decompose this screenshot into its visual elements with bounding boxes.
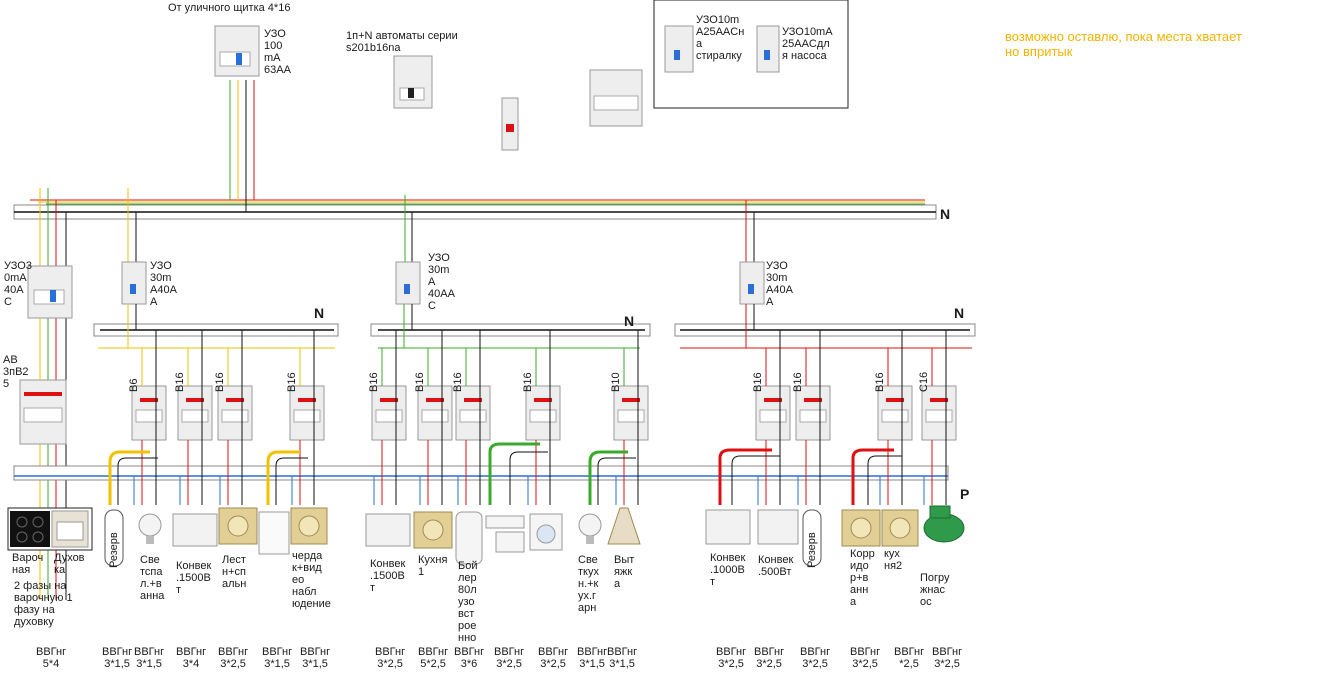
rcd2-symbol [395, 261, 421, 305]
small-breaker-2 [501, 97, 519, 151]
breaker-rating-4: B16 [286, 372, 298, 392]
cable-label-2: ВВГнг 3*1,5 [102, 646, 133, 670]
cable-label-7: ВВГнг 3*1,5 [300, 646, 331, 670]
breaker-rating-11: B16 [792, 372, 804, 392]
boiler-label: Бой лер 80л узо вст рое нно [458, 560, 478, 644]
rcd3-label: УЗО 30m A40A A [766, 260, 793, 308]
small-breaker-1 [393, 55, 433, 109]
stairs-label: Лест н+сп альн [222, 554, 247, 590]
conv1500b-label: Конвек .1500В т [370, 558, 406, 594]
attic-label: чердa к+вид ео набл юдение [292, 550, 331, 610]
breaker-rating-3: B16 [214, 372, 226, 392]
breakers-note-label: 1п+N автоматы серии s201b16na [346, 30, 458, 54]
rcd-washer-label: УЗО10m A25AACн а стиралку [696, 14, 745, 62]
bulb-icon-1 [138, 513, 162, 537]
breaker-rating-5: B16 [368, 372, 380, 392]
sub-n-bus-3-label: N [954, 305, 965, 321]
cable-label-15: ВВГнг 3*2,5 [716, 646, 747, 670]
cable-label-20: ВВГнг 3*2,5 [932, 646, 963, 670]
pump-label: Погру жнас ос [920, 572, 950, 608]
hob-icon [10, 511, 50, 547]
light-kitchen-label: Све ткух н.+к ух.г арн [578, 554, 599, 614]
oven-label: Духов ка [54, 552, 85, 576]
reserve-1-box [104, 509, 124, 567]
cable-label-9: ВВГнг 5*2,5 [418, 646, 449, 670]
breaker-rating-8: B16 [522, 372, 534, 392]
breaker-rating-13: C16 [918, 371, 930, 392]
rcd3-symbol [739, 261, 765, 305]
fridge-icon [258, 511, 290, 555]
conv1500a-label: Конвек .1500В т [176, 560, 212, 596]
sub-n-bus-1-label: N [314, 305, 325, 321]
breaker-rating-2: B16 [174, 372, 186, 392]
left-rcd-symbol [27, 265, 73, 319]
breaker-rating-10: B16 [752, 372, 764, 392]
cable-label-11: ВВГнг 3*2,5 [494, 646, 525, 670]
breaker-rating-6: B16 [414, 372, 426, 392]
cable-label-10: ВВГнг 3*6 [454, 646, 485, 670]
main-rcd-label: УЗО 100 mA 63AA [264, 28, 291, 76]
rcd-washer-symbol [664, 25, 694, 73]
conv500-label: Конвек .500Вт [758, 554, 794, 578]
hob-label: Вароч ная [12, 552, 44, 576]
cable-label-12: ВВГнг 3*2,5 [538, 646, 569, 670]
p-bus-label: P [960, 486, 970, 502]
reserve-2-label: Резерв [806, 532, 818, 568]
cable-label-6: ВВГнг 3*1,5 [262, 646, 293, 670]
reserve-2-box [802, 509, 822, 567]
cable-label-18: ВВГнг 3*2,5 [850, 646, 881, 670]
cable-label-3: ВВГнг 3*1,5 [134, 646, 165, 670]
cable-label-19: ВВГнг *2,5 [894, 646, 925, 670]
breaker-rating-7: B16 [452, 372, 464, 392]
rcd1-label: УЗО 30m A40A A [150, 260, 177, 308]
breaker-rating-9: B10 [610, 372, 622, 392]
hob-note-label: 2 фазы на варочную 1 фазу на духовку [14, 580, 73, 628]
socket-icons [218, 507, 919, 549]
rcd-box [653, 0, 849, 109]
cable-label-13: ВВГнг 3*1,5 [577, 646, 608, 670]
hood-icon [607, 507, 641, 545]
rcd-pump-symbol [756, 25, 780, 73]
cable-label-1: ВВГнг 5*4 [36, 646, 67, 670]
four-pole-breaker [589, 69, 643, 127]
ac-icon [485, 515, 525, 529]
rcd2-label: УЗО 30m A 40AA C [428, 252, 455, 312]
cable-label-4: ВВГнг 3*4 [176, 646, 207, 670]
reserve-1-label: Резерв [108, 532, 120, 568]
left-3p-breaker-symbol [19, 379, 67, 445]
cable-label-8: ВВГнг 3*2,5 [375, 646, 406, 670]
side-note: возможно оставлю, пока места хватает но … [1005, 29, 1242, 59]
pump-icon [923, 505, 965, 543]
conv1000-label: Конвек .1000В т [710, 552, 746, 588]
breaker-rating-12: B16 [874, 372, 886, 392]
rcd-pump-label: УЗО10mA 25AACдл я насоса [782, 26, 833, 62]
main-n-bus-label: N [940, 206, 951, 222]
corridor-label: Корр идо р+в анн а [850, 548, 875, 608]
group-breakers [131, 385, 957, 441]
cable-label-16: ВВГнг 3*2,5 [754, 646, 785, 670]
hood-label: Выт яжк а [614, 554, 635, 590]
cable-label-17: ВВГнг 3*2,5 [800, 646, 831, 670]
left-rcd-label: УЗО3 0mA 40A C [4, 260, 32, 308]
kitchen2-label: кух ня2 [884, 548, 903, 572]
kitchen1-label: Кухня 1 [418, 554, 448, 578]
convector-icons [172, 509, 799, 547]
light-bath-label: Све тспа л.+в анна [140, 554, 165, 602]
street-feed-label: От уличного щитка 4*16 [168, 2, 291, 14]
bulb-icon-2 [578, 513, 602, 537]
sub-n-bus-2-label: N [624, 313, 635, 329]
boiler-icon [455, 511, 483, 565]
breaker-rating-1: B6 [128, 378, 140, 392]
cable-label-14: ВВГнг 3*1,5 [607, 646, 638, 670]
rcd1-symbol [121, 261, 147, 305]
main-rcd-symbol [214, 25, 260, 77]
cable-label-5: ВВГнг 3*2,5 [218, 646, 249, 670]
left-breaker-label: AB 3пB2 5 [3, 354, 29, 390]
